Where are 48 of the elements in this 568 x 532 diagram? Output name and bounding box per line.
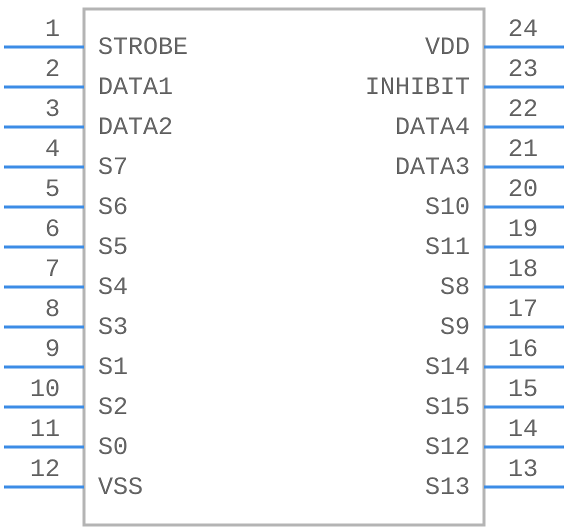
pin-label: S6 bbox=[98, 194, 128, 222]
pin-label: S11 bbox=[424, 234, 470, 262]
pin-label: S4 bbox=[98, 274, 128, 302]
pin-label: DATA3 bbox=[394, 154, 470, 182]
pin-number: 17 bbox=[508, 296, 538, 324]
pin-label: S14 bbox=[424, 354, 470, 382]
pin-number: 10 bbox=[30, 376, 60, 404]
pin-number: 6 bbox=[44, 216, 60, 244]
pin-number: 19 bbox=[508, 216, 538, 244]
pin-label: STROBE bbox=[98, 34, 188, 62]
pin-label: S15 bbox=[424, 394, 470, 422]
pin-label: S3 bbox=[98, 314, 128, 342]
pin-number: 23 bbox=[508, 56, 538, 84]
pin-number: 12 bbox=[30, 456, 60, 484]
pin-number: 24 bbox=[508, 16, 538, 44]
pin-label: VDD bbox=[424, 34, 470, 62]
pin-number: 15 bbox=[508, 376, 538, 404]
pin-number: 4 bbox=[44, 136, 60, 164]
pin-label: DATA4 bbox=[394, 114, 470, 142]
pin-number: 21 bbox=[508, 136, 538, 164]
pin-number: 13 bbox=[508, 456, 538, 484]
pin-label: INHIBIT bbox=[364, 74, 470, 102]
pin-label: S7 bbox=[98, 154, 128, 182]
pin-number: 1 bbox=[44, 16, 60, 44]
pin-label: S8 bbox=[440, 274, 470, 302]
pin-label: S0 bbox=[98, 434, 128, 462]
pin-number: 18 bbox=[508, 256, 538, 284]
pin-label: S10 bbox=[424, 194, 470, 222]
pin-number: 11 bbox=[30, 416, 60, 444]
pin-number: 22 bbox=[508, 96, 538, 124]
pin-number: 8 bbox=[44, 296, 60, 324]
pin-label: S13 bbox=[424, 474, 470, 502]
pin-number: 7 bbox=[44, 256, 60, 284]
pin-label: S12 bbox=[424, 434, 470, 462]
pin-number: 9 bbox=[44, 336, 60, 364]
pin-number: 3 bbox=[44, 96, 60, 124]
pin-label: S5 bbox=[98, 234, 128, 262]
pin-number: 20 bbox=[508, 176, 538, 204]
pin-label: VSS bbox=[98, 474, 144, 502]
pin-label: S2 bbox=[98, 394, 128, 422]
pin-label: S1 bbox=[98, 354, 128, 382]
pin-number: 2 bbox=[44, 56, 60, 84]
pin-label: DATA1 bbox=[98, 74, 174, 102]
pin-number: 14 bbox=[508, 416, 538, 444]
pin-label: S9 bbox=[440, 314, 470, 342]
pin-number: 16 bbox=[508, 336, 538, 364]
pin-number: 5 bbox=[44, 176, 60, 204]
pin-label: DATA2 bbox=[98, 114, 174, 142]
